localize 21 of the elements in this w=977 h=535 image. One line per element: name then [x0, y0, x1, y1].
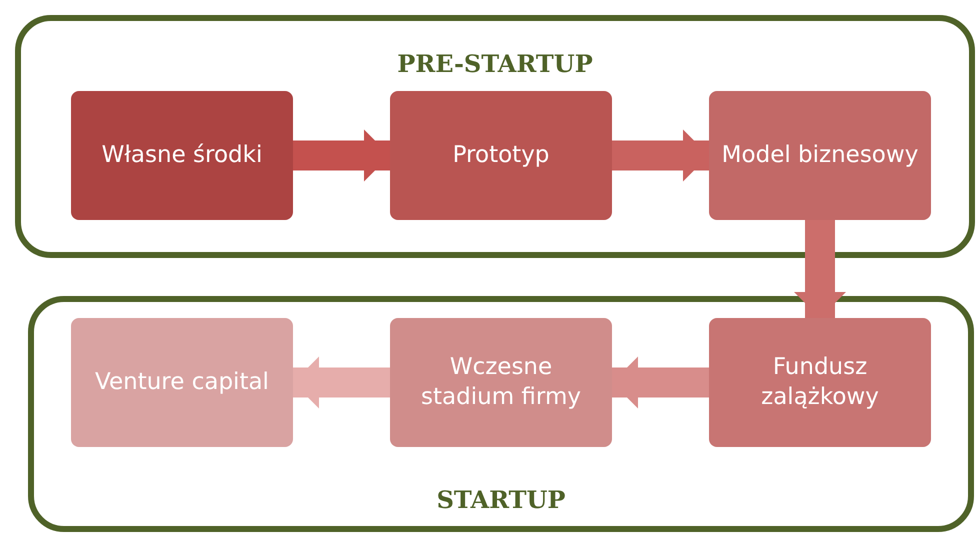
block-arrow	[293, 356, 390, 408]
block-arrow	[794, 220, 846, 318]
step-label: Wczesne stadium firmy	[420, 352, 582, 412]
step-box	[71, 91, 293, 220]
step-label: Prototyp	[452, 140, 550, 170]
block-arrow	[612, 130, 709, 182]
stage-heading: PRE-STARTUP	[397, 49, 593, 78]
step-box	[709, 91, 931, 220]
step-box	[709, 318, 931, 447]
step-box	[71, 318, 293, 447]
step-label: Własne środki	[100, 140, 264, 170]
block-arrow	[612, 356, 709, 408]
step-label: Fundusz zalążkowy	[760, 352, 880, 412]
stage-frame	[28, 296, 974, 532]
step-box	[390, 318, 612, 447]
stage-frame	[15, 15, 975, 258]
step-box	[390, 91, 612, 220]
step-label: Venture capital	[94, 368, 270, 397]
block-arrow	[293, 130, 390, 182]
step-label: Model biznesowy	[720, 140, 920, 170]
stage-heading: STARTUP	[436, 485, 566, 514]
